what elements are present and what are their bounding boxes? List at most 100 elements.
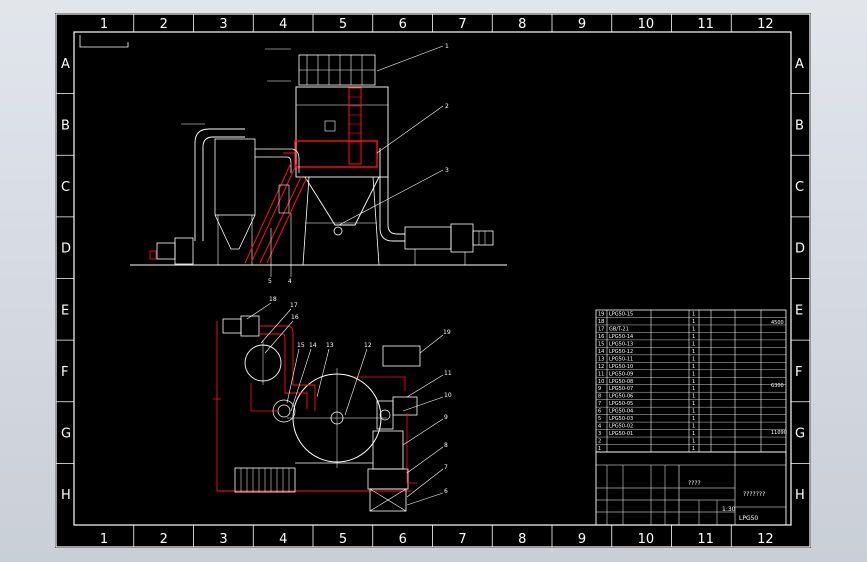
- bom-row-no: 13: [598, 356, 604, 362]
- bom-row-no: 16: [598, 334, 604, 340]
- bom-row-qty: 1: [692, 424, 695, 430]
- col-label-top: 5: [339, 17, 347, 32]
- bom-row-qty: 1: [692, 416, 695, 422]
- col-label-top: 8: [518, 17, 526, 32]
- bom-row-code: LPG50-04: [609, 409, 633, 415]
- bom-row-qty: 1: [692, 379, 695, 385]
- bom-row-no: 19: [598, 312, 604, 318]
- bom-row-no: 10: [598, 379, 604, 385]
- bom-row-qty: 1: [692, 319, 695, 325]
- col-label-bottom: 5: [339, 532, 347, 547]
- col-label-top: 7: [458, 17, 466, 32]
- bom-row-no: 8: [598, 394, 601, 400]
- col-label-bottom: 4: [279, 532, 287, 547]
- col-label-bottom: 9: [578, 532, 586, 547]
- row-label-left: H: [61, 488, 71, 503]
- title-block: ???? ??????? 1:30 LPG50: [595, 451, 787, 526]
- bom-row-code: LPG50-11: [609, 356, 633, 362]
- top-left-bracket: [79, 35, 129, 48]
- inner-frame: [73, 31, 792, 526]
- col-label-bottom: 1: [100, 532, 108, 547]
- side-note-3: 11090: [771, 430, 787, 436]
- bom-row-code: LPG50-03: [609, 416, 633, 422]
- part-balloon: 16: [291, 314, 299, 321]
- part-balloon: 18: [269, 296, 277, 303]
- title-company: ???????: [743, 491, 765, 498]
- bom-row-qty: 1: [692, 312, 695, 318]
- bom-row-qty: 1: [692, 401, 695, 407]
- part-balloon: 17: [290, 302, 298, 309]
- col-label-bottom: 2: [160, 532, 168, 547]
- bom-row-no: 5: [598, 416, 601, 422]
- col-label-bottom: 3: [219, 532, 227, 547]
- part-balloon: 11: [444, 370, 452, 377]
- bom-row-no: 7: [598, 401, 601, 407]
- col-label-top: 9: [578, 17, 586, 32]
- bom-row-no: 9: [598, 386, 601, 392]
- bom-row-qty: 1: [692, 356, 695, 362]
- col-label-top: 11: [697, 17, 714, 32]
- bom-row-qty: 1: [692, 349, 695, 355]
- col-label-top: 6: [399, 17, 407, 32]
- bom-row-code: LPG50-09: [609, 371, 633, 377]
- row-label-left: F: [61, 365, 68, 380]
- row-label-right: E: [795, 303, 803, 318]
- bom-row-qty: 1: [692, 364, 695, 370]
- row-label-right: B: [795, 118, 804, 133]
- bom-row-qty: 1: [692, 431, 695, 437]
- col-label-bottom: 11: [697, 532, 714, 547]
- side-note-2: 6300: [771, 383, 784, 389]
- col-label-top: 1: [100, 17, 108, 32]
- bom-row-qty: 1: [692, 334, 695, 340]
- bom-row-code: LPG50-08: [609, 379, 633, 385]
- title-name: ????: [688, 480, 701, 487]
- col-label-top: 2: [160, 17, 168, 32]
- part-balloon: 3: [445, 167, 449, 174]
- row-label-left: B: [61, 118, 70, 133]
- col-label-top: 4: [279, 17, 287, 32]
- bom-row-no: 6: [598, 409, 601, 415]
- part-balloon: 12: [364, 342, 372, 349]
- part-balloon: 9: [444, 414, 448, 421]
- row-label-left: C: [61, 180, 70, 195]
- bom-row-no: 15: [598, 341, 604, 347]
- bom-row-code: LPG50-05: [609, 401, 633, 407]
- bom-row-code: LPG50-13: [609, 341, 633, 347]
- part-balloon: 8: [444, 442, 448, 449]
- row-label-right: C: [795, 180, 804, 195]
- bom-row-qty: 1: [692, 439, 695, 445]
- row-label-right: A: [795, 57, 804, 72]
- col-label-top: 12: [757, 17, 774, 32]
- plan-view: [213, 315, 421, 512]
- plan-leaders: [246, 302, 444, 506]
- bom-row-qty: 1: [692, 409, 695, 415]
- outer-frame: [55, 13, 811, 548]
- bom-row-code: LPG50-15: [609, 312, 633, 318]
- elevation-leaders: [270, 45, 444, 277]
- bom-row-no: 18: [598, 319, 604, 325]
- bom-row-qty: 1: [692, 326, 695, 332]
- bom-row-no: 3: [598, 431, 601, 437]
- col-label-top: 10: [638, 17, 655, 32]
- row-label-left: D: [61, 242, 71, 257]
- part-balloon: 1: [445, 43, 449, 50]
- col-label-top: 3: [219, 17, 227, 32]
- bom-row-no: 11: [598, 371, 604, 377]
- bom-row-qty: 1: [692, 386, 695, 392]
- bom-row-qty: 1: [692, 341, 695, 347]
- part-balloon: 7: [444, 464, 448, 471]
- bom-row-no: 2: [598, 439, 601, 445]
- row-label-left: G: [61, 427, 71, 442]
- col-label-bottom: 6: [399, 532, 407, 547]
- col-label-bottom: 7: [458, 532, 466, 547]
- bom-row-code: GB/T-21: [609, 326, 629, 332]
